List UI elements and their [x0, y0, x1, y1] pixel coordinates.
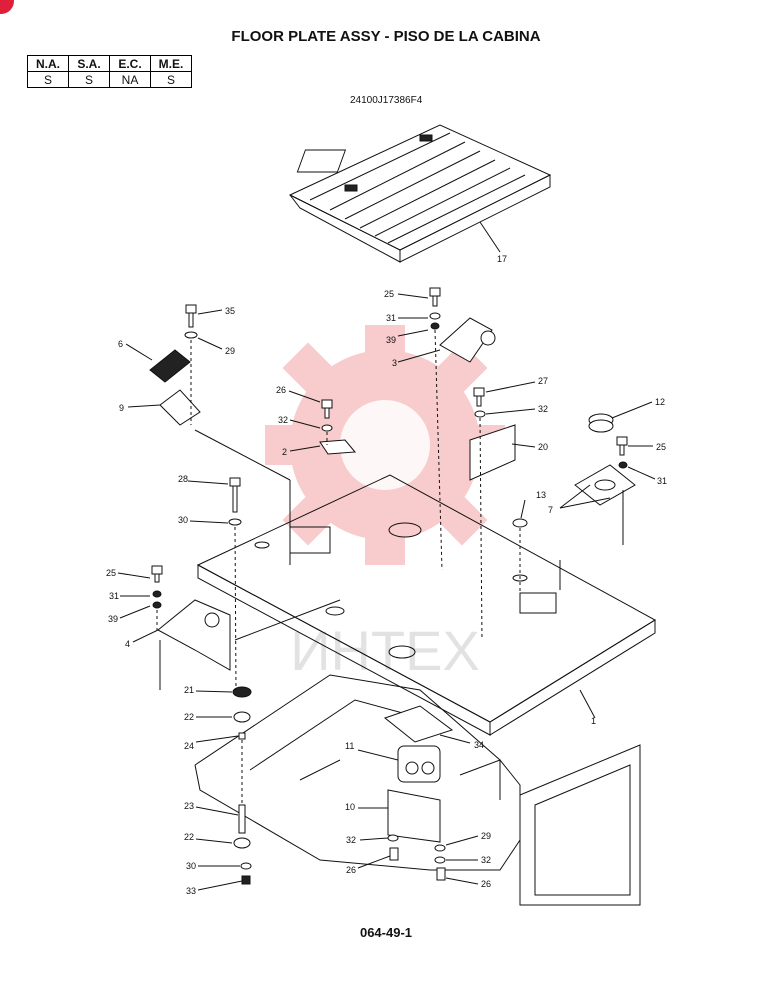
callout-32b: 32 [538, 404, 548, 414]
callout-31: 31 [386, 313, 396, 323]
callout-10: 10 [345, 802, 355, 812]
callout-33: 33 [186, 886, 196, 896]
callout-30b: 30 [186, 861, 196, 871]
callout-22b: 22 [184, 832, 194, 842]
callout-25-right: 25 [656, 442, 666, 452]
codes-value-sa: S [68, 71, 110, 88]
callout-30: 30 [178, 515, 188, 525]
callout-32c: 32 [346, 835, 356, 845]
part-floor-mat [288, 124, 552, 263]
callout-32: 32 [278, 415, 288, 425]
page-number: 064-49-1 [359, 925, 413, 940]
callout-25-left: 25 [106, 568, 116, 578]
callout-28: 28 [178, 474, 188, 484]
callout-7: 7 [548, 505, 553, 515]
callout-1: 1 [591, 716, 596, 726]
page-title: FLOOR PLATE ASSY - PISO DE LA CABINA [231, 28, 541, 45]
part-floor-plate [196, 474, 656, 736]
callout-20: 20 [538, 442, 548, 452]
callout-29: 29 [225, 346, 235, 356]
callout-34: 34 [474, 740, 484, 750]
drawing-number: 24100J17386F4 [350, 95, 423, 106]
codes-value-ec: NA [109, 71, 151, 88]
callout-32d: 32 [481, 855, 491, 865]
callout-26c: 26 [481, 879, 491, 889]
watermark-text: ИНТЕХ [290, 619, 480, 682]
callout-22: 22 [184, 712, 194, 722]
callout-17: 17 [497, 254, 507, 264]
callout-2: 2 [282, 447, 287, 457]
callout-3: 3 [392, 358, 397, 368]
callout-27: 27 [538, 376, 548, 386]
callout-25: 25 [384, 289, 394, 299]
callout-9: 9 [119, 403, 124, 413]
callout-31-right: 31 [657, 476, 667, 486]
callout-24: 24 [184, 741, 194, 751]
codes-header-sa: S.A. [68, 55, 110, 72]
callout-21: 21 [184, 685, 194, 695]
callout-11: 11 [345, 741, 354, 751]
callout-12: 12 [655, 397, 665, 407]
hardware-parts [149, 287, 636, 885]
callout-13: 13 [536, 490, 546, 500]
codes-value-me: S [150, 71, 192, 88]
part-cab-frame [194, 674, 641, 906]
callout-4: 4 [125, 639, 130, 649]
callout-26b: 26 [346, 865, 356, 875]
callout-31-left: 31 [109, 591, 119, 601]
callouts: 17 25 31 39 3 35 29 6 9 26 32 2 27 32 20… [106, 221, 667, 896]
callout-29b: 29 [481, 831, 491, 841]
watermark: ИНТЕХ [265, 325, 505, 682]
assembly-lines [156, 329, 624, 805]
callout-39: 39 [386, 335, 396, 345]
callout-6: 6 [118, 339, 123, 349]
codes-value-na: S [27, 71, 69, 88]
callout-39-left: 39 [108, 614, 118, 624]
callout-26: 26 [276, 385, 286, 395]
codes-table: N.A. S.A. E.C. M.E. S S NA S [27, 55, 192, 88]
callout-23: 23 [184, 801, 194, 811]
callout-35: 35 [225, 306, 235, 316]
